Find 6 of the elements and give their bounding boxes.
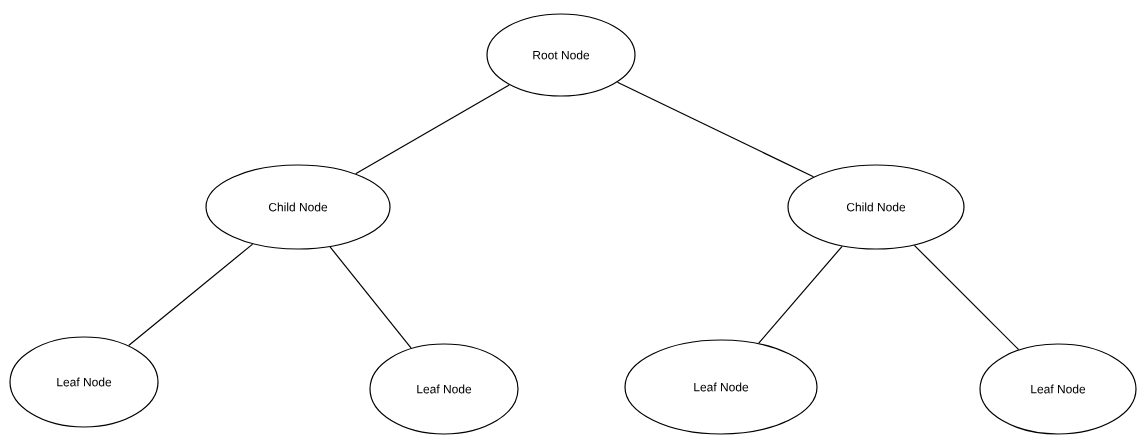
connector-line xyxy=(329,246,412,349)
connector-line xyxy=(913,244,1020,351)
connector-line xyxy=(616,81,815,178)
connector-line xyxy=(355,84,510,175)
connector-line xyxy=(758,245,843,344)
connector-line xyxy=(128,243,254,347)
